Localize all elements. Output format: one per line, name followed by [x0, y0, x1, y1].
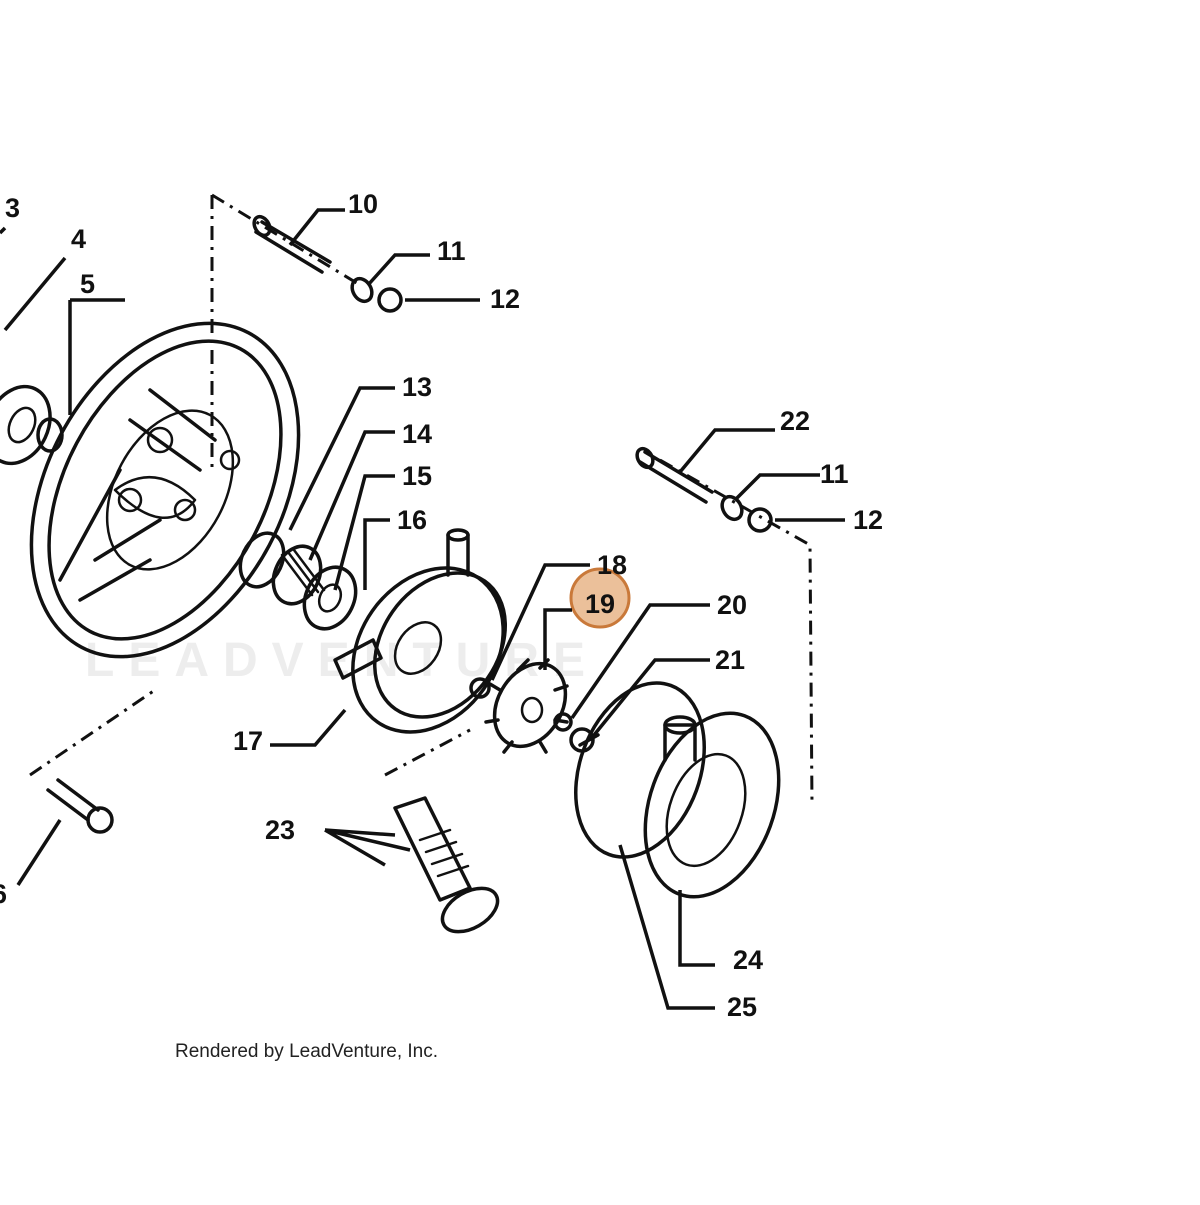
- callout-16[interactable]: 16: [397, 505, 427, 535]
- bolt-part-22: [635, 446, 773, 533]
- valve-part-23: [393, 796, 500, 934]
- callout-12[interactable]: 12: [490, 284, 520, 314]
- callout-10[interactable]: 10: [348, 189, 378, 219]
- callout-23[interactable]: 23: [265, 815, 295, 845]
- cover-and-gasket-20-21-24-25: [569, 681, 781, 899]
- callout-11-right[interactable]: 11: [820, 459, 849, 489]
- left-seal-parts: [0, 384, 64, 466]
- callout-4[interactable]: 4: [71, 224, 86, 254]
- callout-19[interactable]: 19: [585, 589, 615, 619]
- callout-14[interactable]: 14: [402, 419, 432, 449]
- callout-13[interactable]: 13: [402, 372, 432, 402]
- callout-18[interactable]: 18: [597, 550, 627, 580]
- bolt-part-10: [252, 214, 332, 274]
- seal-stack-13-15: [238, 531, 358, 631]
- callout-15[interactable]: 15: [402, 461, 432, 491]
- callout-6[interactable]: 6: [0, 879, 7, 909]
- callout-21[interactable]: 21: [715, 645, 745, 675]
- pump-housing-17: [333, 528, 508, 734]
- callout-5[interactable]: 5: [80, 269, 95, 299]
- callout-11[interactable]: 11: [437, 236, 466, 266]
- callout-25[interactable]: 25: [727, 992, 757, 1022]
- callout-22[interactable]: 22: [780, 406, 810, 436]
- callout-3[interactable]: 3: [5, 193, 20, 223]
- credit-text: Rendered by LeadVenture, Inc.: [175, 1041, 439, 1062]
- bolt-part-6: [46, 778, 114, 834]
- callouts: 3 4 5 10 11 12 13 14 15 16 17 18 19 20 2…: [0, 189, 883, 1022]
- nut-washer-11-12-top: [350, 276, 403, 313]
- callout-12-right[interactable]: 12: [853, 505, 883, 535]
- callout-17[interactable]: 17: [233, 726, 263, 756]
- leader-lines: [0, 208, 845, 1010]
- callout-20[interactable]: 20: [717, 590, 747, 620]
- highlight-marker[interactable]: [569, 567, 631, 629]
- callout-24[interactable]: 24: [733, 945, 763, 975]
